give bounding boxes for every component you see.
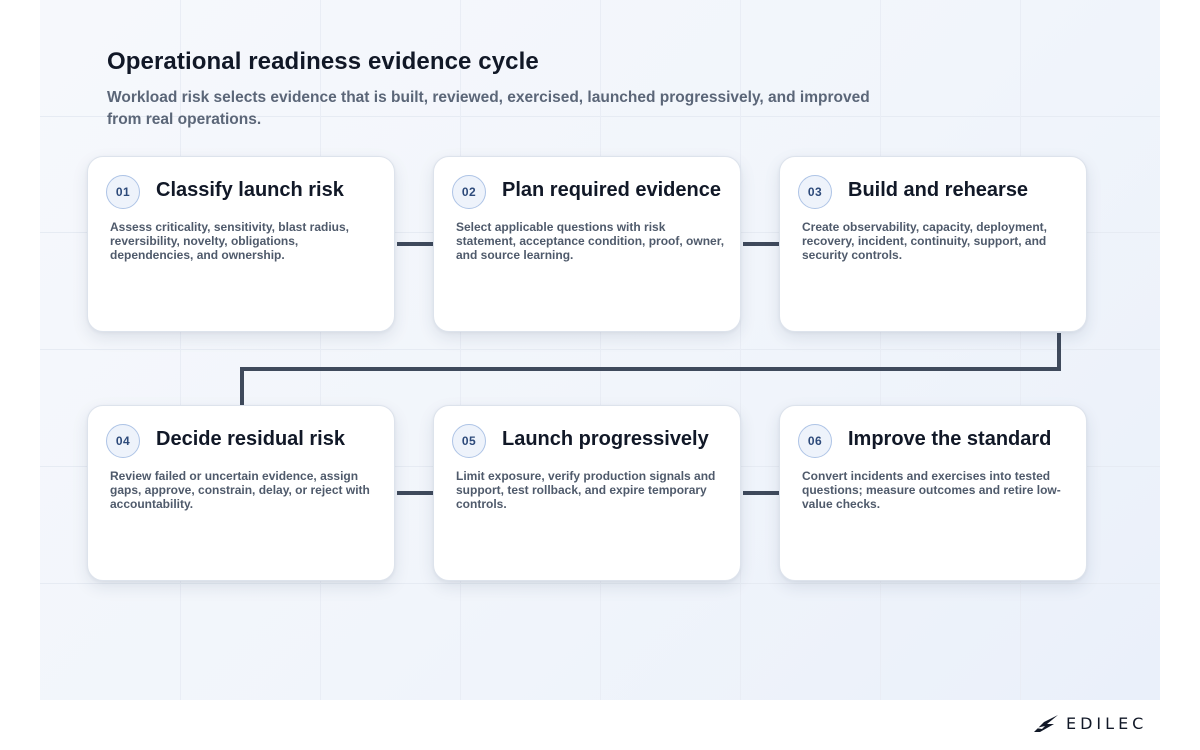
diagram-canvas — [40, 0, 1160, 700]
step-number-badge: 04 — [106, 424, 140, 458]
step-description: Create observability, capacity, deployme… — [802, 220, 1047, 262]
step-description: Select applicable questions with risk st… — [456, 220, 725, 262]
grid-line — [600, 0, 601, 700]
brand-logo: EDILEC — [1032, 710, 1147, 736]
step-card-build-and-rehearse: 03 Build and rehearse Create observabili… — [779, 156, 1087, 332]
step-card-plan-required-evidence: 02 Plan required evidence Select applica… — [433, 156, 741, 332]
step-number-badge: 02 — [452, 175, 486, 209]
step-description: Convert incidents and exercises into tes… — [802, 469, 1061, 511]
step-number-badge: 05 — [452, 424, 486, 458]
step-number-badge: 06 — [798, 424, 832, 458]
step-title: Launch progressively — [502, 428, 709, 450]
grid-line — [460, 0, 461, 700]
connector-2-3 — [743, 242, 779, 246]
step-card-improve-the-standard: 06 Improve the standard Convert incident… — [779, 405, 1087, 581]
step-card-classify-launch-risk: 01 Classify launch risk Assess criticali… — [87, 156, 395, 332]
connector-3-down — [1057, 333, 1061, 371]
step-description: Limit exposure, verify production signal… — [456, 469, 716, 511]
connector-row-wrap — [240, 367, 1061, 371]
step-title: Improve the standard — [848, 428, 1052, 450]
connector-5-6 — [743, 491, 779, 495]
step-title: Classify launch risk — [156, 179, 344, 201]
step-title: Build and rehearse — [848, 179, 1029, 201]
connector-1-2 — [397, 242, 433, 246]
grid-line — [320, 0, 321, 700]
step-card-launch-progressively: 05 Launch progressively Limit exposure, … — [433, 405, 741, 581]
edilec-logo-icon — [1034, 715, 1058, 732]
connector-4-5 — [397, 491, 433, 495]
grid-line — [1020, 0, 1021, 700]
diagram-subtitle: Workload risk selects evidence that is b… — [107, 89, 870, 128]
step-title: Plan required evidence — [502, 179, 721, 201]
step-description: Review failed or uncertain evidence, ass… — [110, 469, 370, 511]
diagram-title: Operational readiness evidence cycle — [107, 48, 539, 75]
step-card-decide-residual-risk: 04 Decide residual risk Review failed or… — [87, 405, 395, 581]
step-description: Assess criticality, sensitivity, blast r… — [110, 220, 349, 262]
brand-name: EDILEC — [1066, 713, 1148, 733]
step-number-badge: 03 — [798, 175, 832, 209]
grid-line — [180, 0, 181, 700]
connector-4-up — [240, 367, 244, 405]
step-number-badge: 01 — [106, 175, 140, 209]
step-title: Decide residual risk — [156, 428, 345, 450]
grid-line — [740, 0, 741, 700]
grid-line — [880, 0, 881, 700]
